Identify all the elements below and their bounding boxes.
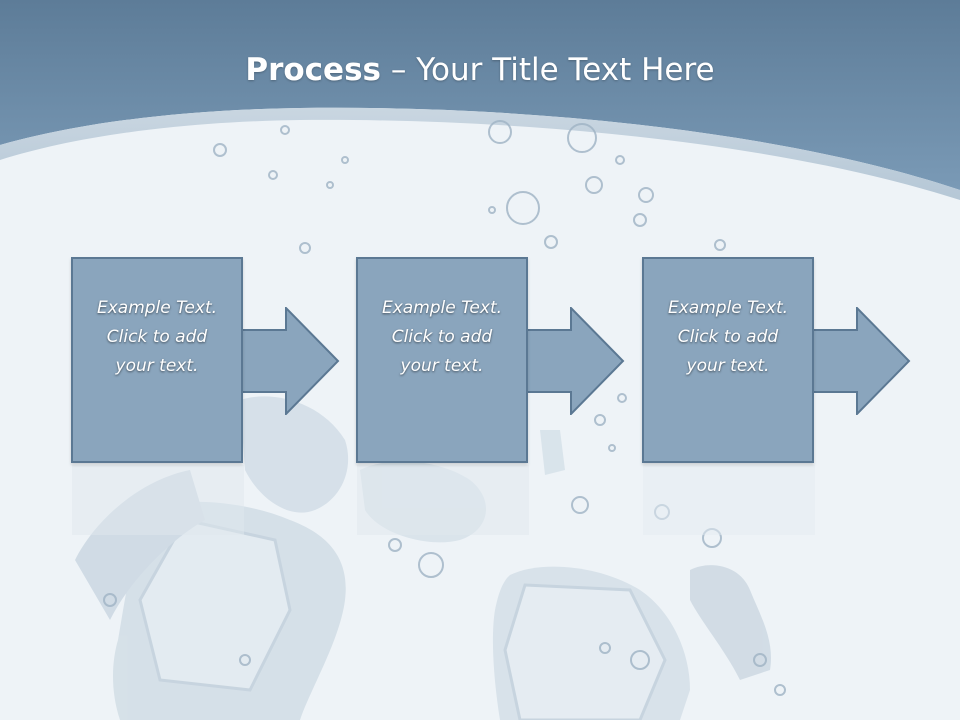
title-bold: Process (245, 52, 381, 88)
slide-title: Process – Your Title Text Here (0, 52, 960, 88)
step-text: Example Text. Click to add your text. (96, 297, 218, 376)
header-swoosh (0, 107, 960, 200)
header-band (0, 0, 960, 190)
title-rest: – Your Title Text Here (381, 52, 715, 88)
arrow-icon (813, 307, 911, 415)
bubbles (103, 120, 786, 696)
step-text: Example Text. Click to add your text. (381, 297, 503, 376)
process-step-3[interactable]: Example Text. Click to add your text. (642, 257, 814, 463)
arrow-icon (242, 307, 340, 415)
process-step-2[interactable]: Example Text. Click to add your text. (356, 257, 528, 463)
step-text: Example Text. Click to add your text. (667, 297, 789, 376)
process-step-1[interactable]: Example Text. Click to add your text. (71, 257, 243, 463)
box-reflections (72, 465, 815, 535)
arrow-icon (527, 307, 625, 415)
